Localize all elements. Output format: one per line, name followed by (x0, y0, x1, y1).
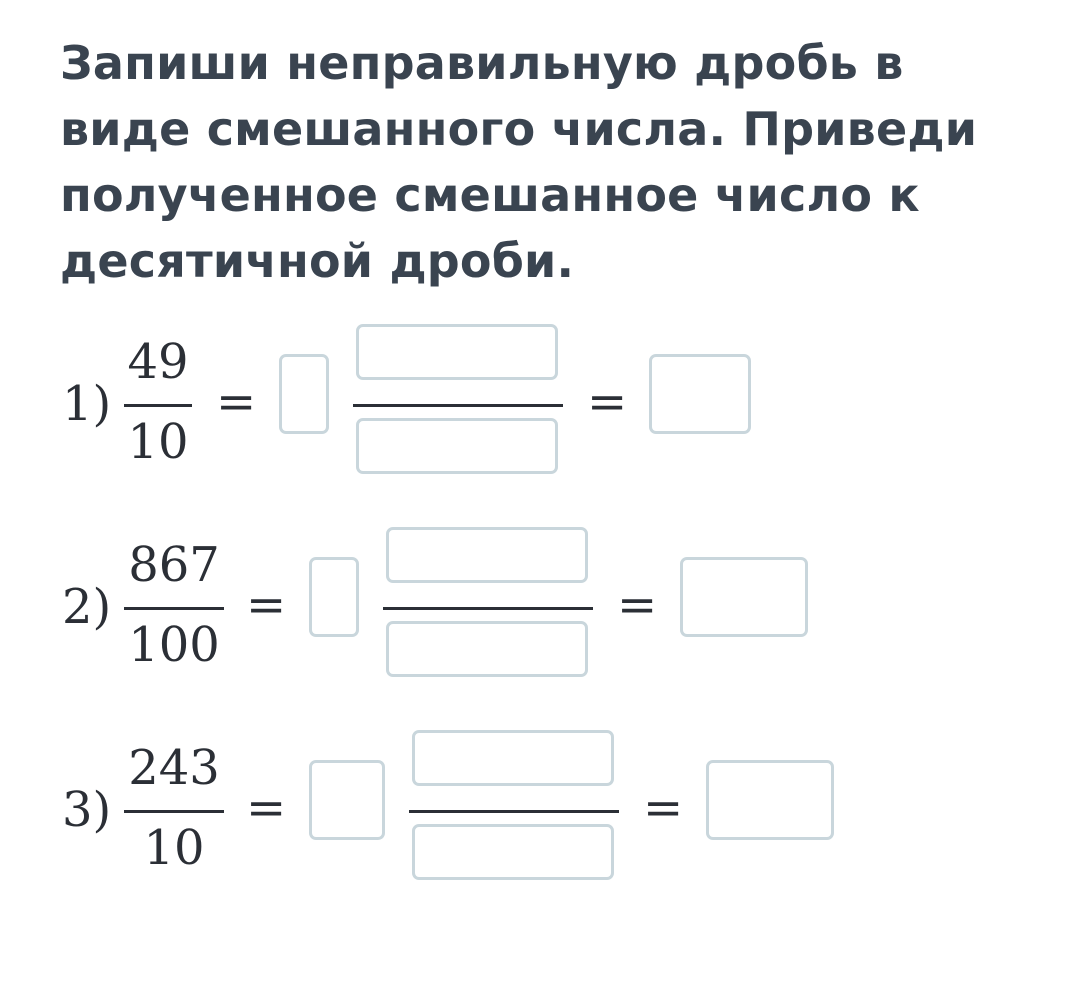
denominator-input[interactable] (356, 418, 558, 474)
decimal-input[interactable] (680, 557, 808, 637)
answer-fraction-bar (353, 404, 563, 407)
task-title: Запиши неправильную дробь в виде смешанн… (60, 36, 978, 288)
whole-part-input[interactable] (279, 354, 329, 434)
equals-sign: = (617, 577, 658, 633)
problem-label: 3) (62, 782, 112, 838)
problem-label: 1) (62, 376, 112, 432)
equals-sign: = (216, 374, 257, 430)
numerator-input[interactable] (386, 527, 588, 583)
equals-sign: = (587, 374, 628, 430)
answer-fraction-bar (383, 607, 593, 610)
numerator-input[interactable] (412, 730, 614, 786)
equals-sign: = (643, 780, 684, 836)
numerator-input[interactable] (356, 324, 558, 380)
fraction-denominator: 10 (143, 820, 205, 876)
fraction-numerator: 243 (128, 740, 220, 796)
whole-part-input[interactable] (309, 557, 359, 637)
decimal-input[interactable] (649, 354, 751, 434)
fraction-numerator: 867 (128, 537, 220, 593)
fraction-bar (124, 404, 192, 407)
equals-sign: = (246, 780, 287, 836)
whole-part-input[interactable] (309, 760, 385, 840)
answer-fraction-bar (409, 810, 619, 813)
denominator-input[interactable] (412, 824, 614, 880)
fraction-bar (124, 810, 224, 813)
fraction-denominator: 10 (127, 414, 189, 470)
denominator-input[interactable] (386, 621, 588, 677)
problem-label: 2) (62, 579, 112, 635)
decimal-input[interactable] (706, 760, 834, 840)
fraction-numerator: 49 (127, 334, 189, 390)
fraction-denominator: 100 (128, 617, 220, 673)
equals-sign: = (246, 577, 287, 633)
fraction-bar (124, 607, 224, 610)
